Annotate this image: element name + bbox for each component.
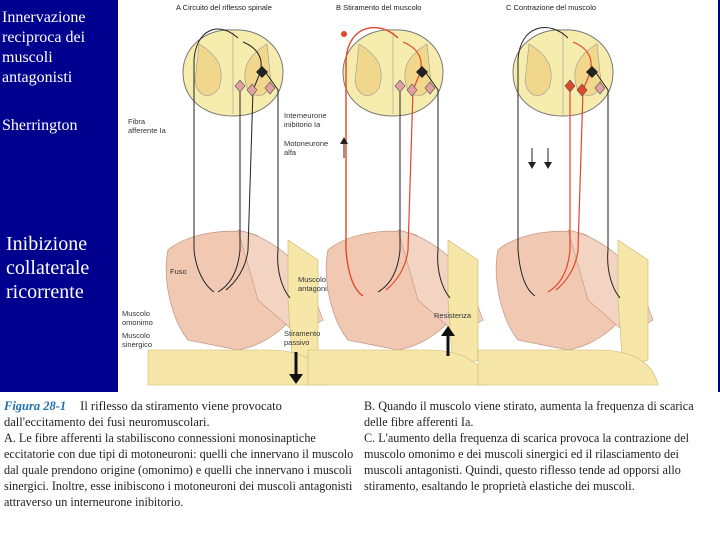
label-motoneurone-alfa: alfa	[284, 148, 297, 157]
panel-c-header: C Contrazione del muscolo	[506, 3, 596, 12]
label-resistenza: Resistenza	[434, 311, 472, 320]
panel-a-header: A Circuito del riflesso spinale	[176, 3, 272, 12]
label-interneurone: Interneurone	[284, 111, 327, 120]
caption-para-b: B. Quando il muscolo viene stirato, aume…	[364, 399, 694, 429]
label-stiramento-passivo: Stiramento	[284, 329, 320, 338]
slide-title-sherrington: Sherrington	[2, 117, 78, 134]
caption-para-a: A. Le fibre afferenti la stabiliscono co…	[4, 431, 354, 509]
label-motoneurone: Motoneurone	[284, 139, 328, 148]
down-arrow-icon-2	[544, 162, 552, 169]
caption-para-c: C. L'aumento della frequenza di scarica …	[364, 431, 690, 493]
label-omonimo: omonimo	[122, 318, 153, 327]
slide-title-innervazione: Innervazione reciproca dei muscoli antag…	[2, 9, 86, 86]
down-arrow-icon	[528, 162, 536, 169]
panel-b-header: B Stiramento del muscolo	[336, 3, 421, 12]
figure-label: Figura 28-1	[4, 399, 67, 413]
label-passivo: passivo	[284, 338, 309, 347]
panel-a: A Circuito del riflesso spinale Fibra af…	[122, 3, 338, 386]
slide-title-inibizione: Inibizione collaterale ricorrente	[6, 233, 90, 303]
up-arrow-icon	[340, 137, 348, 144]
label-muscolo-antagonista: Muscolo	[298, 275, 326, 284]
label-muscolo-sinergico: Muscolo	[122, 331, 150, 340]
label-fibra: Fibra	[128, 117, 146, 126]
label-fibra-afferente: afferente Ia	[128, 126, 167, 135]
label-fuso: Fuso	[170, 267, 187, 276]
label-antagonista: antagonista	[298, 284, 338, 293]
label-muscolo-omonimo: Muscolo	[122, 309, 150, 318]
caption-title: Il riflesso da stiramento viene provocat…	[4, 399, 282, 429]
reflex-figure: A Circuito del riflesso spinale Fibra af…	[118, 0, 718, 392]
panel-b: B Stiramento del muscolo Resistenza	[307, 3, 489, 386]
caption-right-column: B. Quando il muscolo viene stirato, aume…	[364, 398, 716, 494]
label-sinergico: sinergico	[122, 340, 152, 349]
panel-c: C Contrazione del muscolo	[477, 3, 659, 386]
reflex-diagram: A Circuito del riflesso spinale Fibra af…	[122, 3, 659, 386]
label-interneurone-inibitorio: inibitorio Ia	[284, 120, 321, 129]
